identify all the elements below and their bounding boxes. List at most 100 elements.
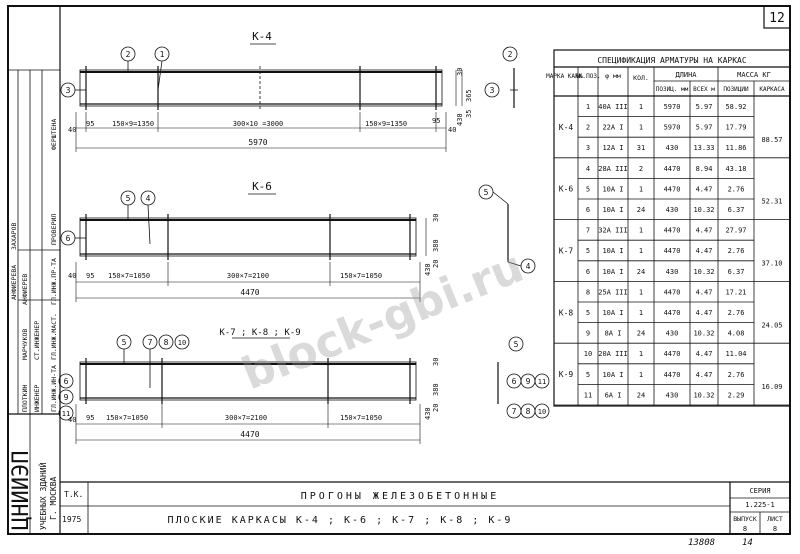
spec-cell-pos: 3 bbox=[586, 144, 590, 152]
spec-cell-mark: К-9 bbox=[559, 370, 574, 379]
k789-side-3: 30 bbox=[432, 358, 440, 366]
spec-cell-pos: 6 bbox=[586, 206, 590, 214]
spec-cell-phi: 10A I bbox=[602, 185, 623, 193]
spec-cell-qty: 24 bbox=[637, 206, 645, 214]
spec-cell-mass: 58.92 bbox=[725, 103, 746, 111]
sidebar-check-name: ФЕРШТЕНА bbox=[50, 119, 58, 150]
k6-side-3: 30 bbox=[432, 214, 440, 222]
k6-side-2: 20 bbox=[432, 260, 440, 268]
org-subtitle-2: Г. МОСКВА bbox=[49, 476, 58, 520]
spec-header-mass-cage: КАРКАСА bbox=[759, 86, 785, 93]
spec-cell-all: 4.47 bbox=[696, 247, 713, 255]
spec-cell-qty: 24 bbox=[637, 330, 645, 338]
spec-cell-len: 4470 bbox=[664, 185, 681, 193]
spec-cell-len: 4470 bbox=[664, 350, 681, 358]
k789-section-mark-7: 7 bbox=[512, 407, 517, 416]
spec-cell-pos: 5 bbox=[586, 371, 590, 379]
spec-cell-all: 5.97 bbox=[696, 124, 713, 132]
k789-dim-2: 150×7=1050 bbox=[106, 414, 148, 422]
spec-cell-all: 10.32 bbox=[693, 330, 714, 338]
title-line-1: ПРОГОНЫ ЖЕЛЕЗОБЕТОННЫЕ bbox=[301, 491, 499, 502]
series-label: СЕРИЯ bbox=[749, 487, 770, 495]
k4-mark-2: 2 bbox=[126, 50, 131, 59]
k789-dim-3: 300×7=2100 bbox=[225, 414, 267, 422]
spec-cell-qty: 1 bbox=[639, 227, 643, 235]
k789-section-mark-8: 8 bbox=[526, 407, 531, 416]
spec-cell-mass: 6.37 bbox=[728, 206, 745, 214]
spec-cell-all: 4.47 bbox=[696, 227, 713, 235]
spec-cell-len: 430 bbox=[666, 268, 679, 276]
spec-cell-qty: 1 bbox=[639, 185, 643, 193]
k6-dim-0: 40 bbox=[68, 272, 76, 280]
spec-cell-mass: 4.08 bbox=[728, 330, 745, 338]
sidebar-name-4: АНФИЕРЕВА bbox=[10, 265, 18, 300]
sheet-label: ЛИСТ bbox=[767, 515, 783, 523]
spec-cell-all: 10.32 bbox=[693, 206, 714, 214]
k789-mark-7: 7 bbox=[148, 338, 153, 347]
page-number-box bbox=[763, 5, 791, 29]
spec-cell-len: 430 bbox=[666, 144, 679, 152]
spec-cell-mark: К-6 bbox=[559, 185, 574, 194]
title-line-2: ПЛОСКИЕ КАРКАСЫ К-4 ; К-6 ; К-7 ; К-8 ; … bbox=[168, 515, 513, 526]
k6-dim-1: 95 bbox=[86, 272, 94, 280]
spec-header-length: ДЛИНА bbox=[675, 71, 697, 79]
spec-cell-mass: 2.76 bbox=[728, 185, 745, 193]
spec-cell-pos: 10 bbox=[584, 350, 592, 358]
spec-header-phi: φ мм bbox=[605, 72, 621, 80]
k4-section-mark-2: 2 bbox=[508, 50, 513, 59]
k4-side-2: 35 bbox=[465, 110, 473, 118]
spec-cell-all: 10.32 bbox=[693, 268, 714, 276]
k6-side-1: 430 bbox=[424, 263, 432, 276]
spec-cell-len: 4470 bbox=[664, 309, 681, 317]
org-name: ЦНИИЭП bbox=[9, 451, 34, 530]
stamp-number-2: 14 bbox=[742, 538, 753, 548]
k789-section-mark-5: 5 bbox=[514, 340, 519, 349]
k789-section-mark-11: 11 bbox=[538, 378, 546, 386]
k789-mark-8: 8 bbox=[164, 338, 169, 347]
spec-cell-mass: 11.86 bbox=[725, 144, 746, 152]
spec-cell-qty: 24 bbox=[637, 391, 645, 399]
spec-cell-mark: К-4 bbox=[559, 123, 574, 132]
k789-dim-4: 150×7=1050 bbox=[340, 414, 382, 422]
spec-header-mass: МАССА КГ bbox=[737, 71, 771, 79]
spec-cell-phi: 10A I bbox=[602, 371, 623, 379]
k789-mark-9: 9 bbox=[64, 393, 69, 402]
spec-cell-phi: 10A I bbox=[602, 309, 623, 317]
spec-cell-pos: 9 bbox=[586, 330, 590, 338]
spec-cell-all: 4.47 bbox=[696, 288, 713, 296]
spec-cell-mass: 11.04 bbox=[725, 350, 746, 358]
spec-cell-phi: 6A I bbox=[605, 391, 622, 399]
spec-cell-qty: 1 bbox=[639, 247, 643, 255]
spec-cell-all: 5.97 bbox=[696, 103, 713, 111]
spec-cell-len: 4470 bbox=[664, 371, 681, 379]
k4-side-3: 30 bbox=[456, 68, 464, 76]
spec-cell-len: 4470 bbox=[664, 288, 681, 296]
spec-cell-pos: 11 bbox=[584, 391, 592, 399]
tk-label: Т.К. bbox=[64, 490, 83, 499]
spec-cell-mass: 2.29 bbox=[728, 391, 745, 399]
spec-title: СПЕЦИФИКАЦИЯ АРМАТУРЫ НА КАРКАС bbox=[597, 56, 746, 65]
spec-cell-all: 4.47 bbox=[696, 350, 713, 358]
k4-dim-1: 95 bbox=[86, 120, 94, 128]
issue-label: ВЫПУСК bbox=[733, 515, 757, 523]
spec-cell-pos: 2 bbox=[586, 124, 590, 132]
spec-cell-qty: 1 bbox=[639, 103, 643, 111]
spec-cell-all: 10.32 bbox=[693, 391, 714, 399]
k4-total: 5970 bbox=[248, 138, 267, 147]
sidebar-role-4: ИНЖЕНЕР bbox=[33, 385, 41, 412]
sidebar-name-3: АНФИЕРЕВ bbox=[21, 274, 29, 305]
sheet-value: 8 bbox=[773, 525, 777, 533]
spec-cell-len: 5970 bbox=[664, 103, 681, 111]
spec-cell-phi: 10A I bbox=[602, 247, 623, 255]
spec-cell-qty: 24 bbox=[637, 268, 645, 276]
k6-mark-5: 5 bbox=[126, 194, 131, 203]
k789-dim-0: 40 bbox=[68, 416, 76, 424]
spec-cell-total: 52.31 bbox=[761, 198, 782, 206]
spec-cell-total: 24.05 bbox=[761, 321, 782, 329]
series-value: 1.225-1 bbox=[745, 501, 775, 509]
k6-mark-6: 6 bbox=[66, 234, 71, 243]
sidebar-name-1: ПЛОТКИН bbox=[21, 385, 29, 412]
